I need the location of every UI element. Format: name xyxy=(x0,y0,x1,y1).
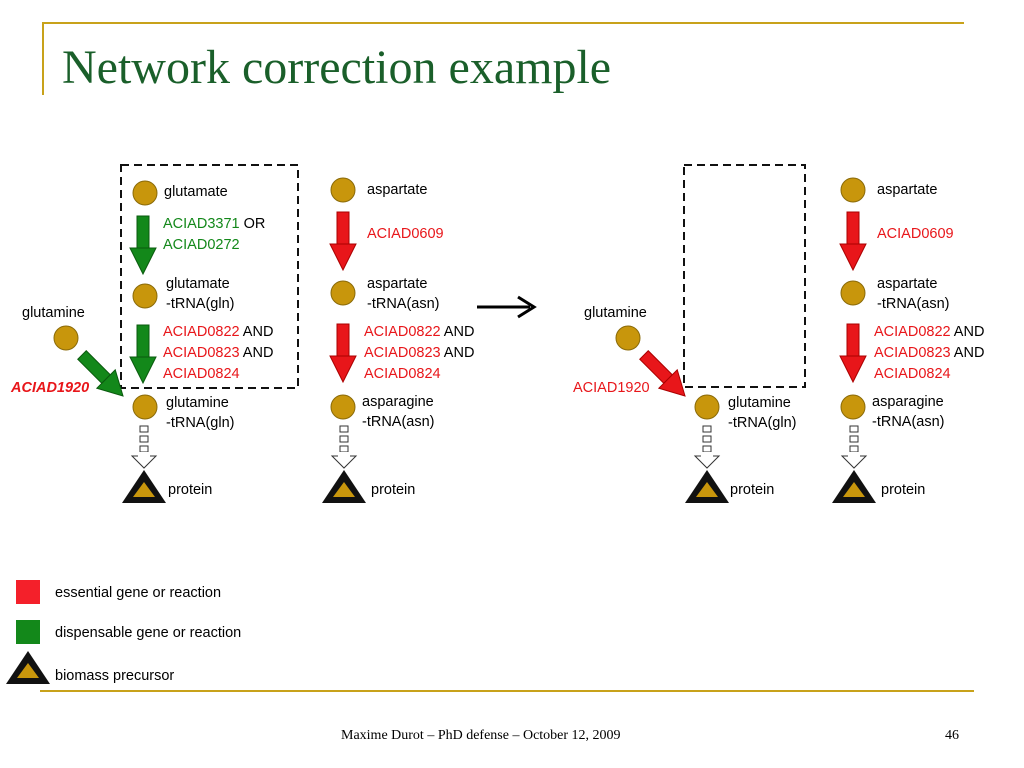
biomass-flux-arrow xyxy=(841,425,867,469)
node-label: aspartate xyxy=(367,182,428,198)
node-label: aspartate xyxy=(367,276,428,292)
protein-label: protein xyxy=(730,482,775,498)
biomass-precursor-icon xyxy=(832,470,876,503)
metabolite-node xyxy=(132,394,158,420)
gene-list: ACIAD0822 AND xyxy=(163,324,274,340)
essential-reaction-arrow xyxy=(329,323,357,383)
node-label: -tRNA(asn) xyxy=(872,414,945,430)
footer-rule xyxy=(40,690,974,692)
node-label: glutamine xyxy=(728,395,791,411)
gene-list: ACIAD0823 AND xyxy=(874,345,985,361)
essential-reaction-arrow xyxy=(329,211,357,271)
node-label: asparagine xyxy=(872,394,944,410)
gene-label: ACIAD0824 xyxy=(364,366,441,382)
node-label: glutamate xyxy=(164,184,228,200)
metabolite-node xyxy=(330,280,356,306)
dashed-box-left xyxy=(120,164,299,389)
node-label: -tRNA(gln) xyxy=(728,415,797,431)
metabolite-node xyxy=(53,325,79,351)
legend-essential-label: essential gene or reaction xyxy=(55,585,222,601)
node-label: glutamine xyxy=(584,305,647,321)
gene-list: ACIAD0823 AND xyxy=(364,345,475,361)
gene-list: ACIAD0823 AND xyxy=(163,345,274,361)
node-label: -tRNA(asn) xyxy=(362,414,435,430)
protein-label: protein xyxy=(881,482,926,498)
essential-reaction-arrow xyxy=(839,323,867,383)
frame-top-rule xyxy=(42,22,964,24)
biomass-flux-arrow xyxy=(694,425,720,469)
biomass-precursor-icon xyxy=(685,470,729,503)
node-label: -tRNA(asn) xyxy=(367,296,440,312)
legend-biomass-label: biomass precursor xyxy=(55,668,175,684)
metabolite-node xyxy=(330,394,356,420)
node-label: glutamine xyxy=(22,305,85,321)
node-label: -tRNA(asn) xyxy=(877,296,950,312)
footer-text: Maxime Durot – PhD defense – October 12,… xyxy=(341,728,621,743)
gene-label: ACIAD1920 xyxy=(573,380,650,396)
node-label: glutamate xyxy=(166,276,230,292)
dispensable-reaction-arrow xyxy=(129,324,157,384)
biomass-precursor-icon xyxy=(322,470,366,503)
node-label: aspartate xyxy=(877,182,938,198)
essential-reaction-arrow xyxy=(839,211,867,271)
node-label: -tRNA(gln) xyxy=(166,415,235,431)
gene-list: ACIAD0822 AND xyxy=(364,324,475,340)
gene-list: ACIAD0822 AND xyxy=(874,324,985,340)
gene-label: ACIAD0609 xyxy=(367,226,444,242)
frame-left-rule xyxy=(42,22,44,95)
gene-label: ACIAD0824 xyxy=(163,366,240,382)
metabolite-node xyxy=(330,177,356,203)
gene-list: ACIAD3371 OR xyxy=(163,216,266,232)
dispensable-reaction-arrow xyxy=(129,215,157,275)
gene-label: ACIAD0824 xyxy=(874,366,951,382)
legend-biomass-icon xyxy=(6,651,50,684)
metabolite-node xyxy=(132,283,158,309)
node-label: aspartate xyxy=(877,276,938,292)
metabolite-node xyxy=(840,177,866,203)
protein-label: protein xyxy=(371,482,416,498)
dispensable-reaction-arrow xyxy=(77,350,124,397)
metabolite-node xyxy=(615,325,641,351)
gene-label: ACIAD0272 xyxy=(163,237,240,253)
dashed-box-right xyxy=(683,164,806,388)
biomass-flux-arrow xyxy=(131,425,157,469)
metabolite-node xyxy=(132,180,158,206)
legend-dispensable-label: dispensable gene or reaction xyxy=(55,625,242,641)
page-number: 46 xyxy=(945,728,959,743)
gene-label: ACIAD0609 xyxy=(877,226,954,242)
biomass-precursor-icon xyxy=(122,470,166,503)
transition-arrow xyxy=(477,295,537,319)
node-label: -tRNA(gln) xyxy=(166,296,235,312)
legend-essential-swatch xyxy=(16,580,40,604)
protein-label: protein xyxy=(168,482,213,498)
metabolite-node xyxy=(840,394,866,420)
node-label: asparagine xyxy=(362,394,434,410)
node-label: glutamine xyxy=(166,395,229,411)
legend-dispensable-swatch xyxy=(16,620,40,644)
metabolite-node xyxy=(840,280,866,306)
biomass-flux-arrow xyxy=(331,425,357,469)
essential-reaction-arrow xyxy=(639,350,686,397)
gene-label: ACIAD1920 xyxy=(11,380,90,396)
slide-title: Network correction example xyxy=(62,41,612,94)
metabolite-node xyxy=(694,394,720,420)
